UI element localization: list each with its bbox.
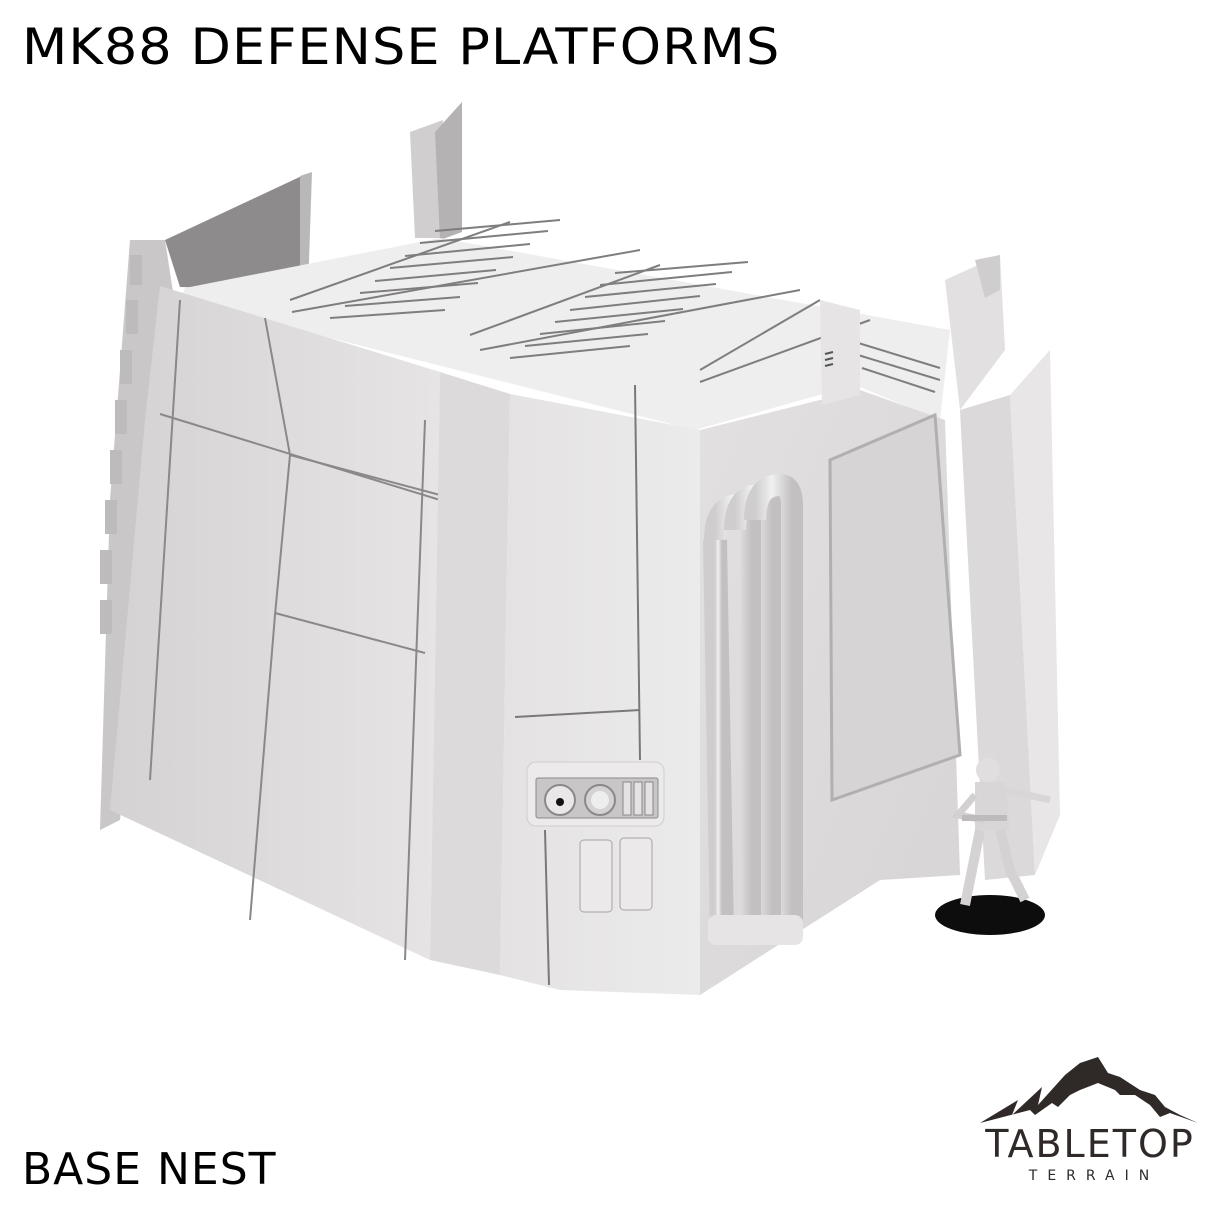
- brand-logo: TABLETOP TERRAIN: [980, 1045, 1200, 1195]
- brand-tagline: TERRAIN: [1028, 1168, 1160, 1184]
- wall-right-upper: [820, 300, 860, 405]
- page-title: MK88 DEFENSE PLATFORMS: [22, 18, 781, 76]
- floor-grating: [289, 219, 941, 393]
- product-name: BASE NEST: [22, 1144, 277, 1195]
- pipes: [703, 473, 803, 945]
- control-switches: [579, 837, 653, 913]
- control-panel: [526, 761, 665, 827]
- front-panel-lines: [514, 384, 641, 986]
- wall-right-hatch: [828, 412, 962, 803]
- mountain-peak-icon: [980, 1057, 1198, 1123]
- vent-slots: [824, 351, 834, 367]
- right-fin: [945, 255, 1060, 880]
- wall-left-panel-lines: [149, 299, 441, 961]
- back-wall-left: [165, 172, 312, 290]
- back-wall-center: [410, 102, 462, 240]
- scale-miniature: [935, 745, 1051, 935]
- brand-name: TABLETOP: [985, 1122, 1195, 1166]
- wall-front-chamfer: [430, 372, 510, 975]
